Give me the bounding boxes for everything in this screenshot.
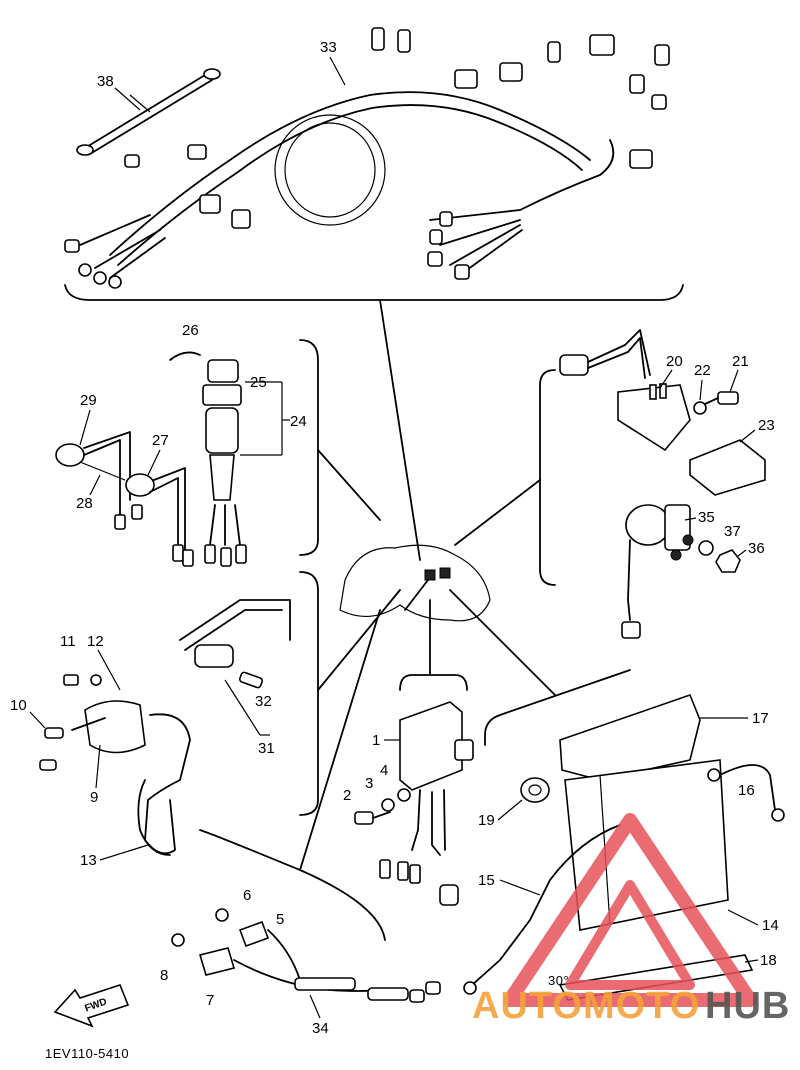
callout-36: 36 xyxy=(748,540,765,557)
callout-17: 17 xyxy=(752,710,769,727)
callout-34: 34 xyxy=(312,1020,329,1037)
callout-28: 28 xyxy=(76,495,93,512)
ignition-coil-group xyxy=(39,674,191,856)
callout-20: 20 xyxy=(666,353,683,370)
callout-26: 26 xyxy=(182,322,199,339)
callout-19: 19 xyxy=(478,812,495,829)
callout-12: 12 xyxy=(87,633,104,650)
callout-29: 29 xyxy=(80,392,97,409)
callout-27: 27 xyxy=(152,432,169,449)
battery-group xyxy=(449,589,785,1001)
callout-4: 4 xyxy=(380,762,388,779)
callout-38: 38 xyxy=(97,73,114,90)
fwd-arrow xyxy=(53,984,130,1028)
diagram-code: 1EV110-5410 xyxy=(45,1046,129,1061)
callout-23: 23 xyxy=(758,417,775,434)
callout-32: 32 xyxy=(255,693,272,710)
callout-37: 37 xyxy=(724,523,741,540)
switch-group xyxy=(55,339,381,567)
callout-16: 16 xyxy=(738,782,755,799)
callout-labels: 1 2 3 4 5 6 7 8 9 10 11 12 13 14 15 16 1… xyxy=(10,39,779,1037)
callout-13: 13 xyxy=(80,852,97,869)
callout-11: 11 xyxy=(60,633,76,650)
sensor-group xyxy=(171,609,441,1003)
callout-24: 24 xyxy=(290,413,307,430)
watermark-text-hub: HUB xyxy=(705,985,790,1027)
callout-10: 10 xyxy=(10,697,27,714)
callout-7: 7 xyxy=(206,992,214,1009)
frame-sketch xyxy=(339,544,491,622)
fuse-group xyxy=(179,571,401,816)
callout-5: 5 xyxy=(276,911,284,928)
callout-33: 33 xyxy=(320,39,337,56)
callout-6: 6 xyxy=(243,887,251,904)
callout-18: 18 xyxy=(760,952,777,969)
wire-harness-group xyxy=(64,27,684,561)
relay-group xyxy=(454,329,766,639)
callout-2: 2 xyxy=(343,787,351,804)
cdi-group xyxy=(354,599,474,906)
callout-8: 8 xyxy=(160,967,168,984)
callout-35: 35 xyxy=(698,509,715,526)
callout-3: 3 xyxy=(365,775,373,792)
watermark-logo xyxy=(503,813,757,1007)
callout-15: 15 xyxy=(478,872,495,889)
watermark-text-auto: AUTOMOTO xyxy=(472,985,700,1027)
callout-14: 14 xyxy=(762,917,779,934)
callout-31: 31 xyxy=(258,740,275,757)
callout-9: 9 xyxy=(90,789,98,806)
angle-label: 30° xyxy=(548,973,569,988)
callout-1: 1 xyxy=(372,732,380,749)
callout-22: 22 xyxy=(694,362,711,379)
part-38-battery-lead xyxy=(76,68,221,156)
callout-21: 21 xyxy=(732,353,749,370)
callout-25: 25 xyxy=(250,374,267,391)
